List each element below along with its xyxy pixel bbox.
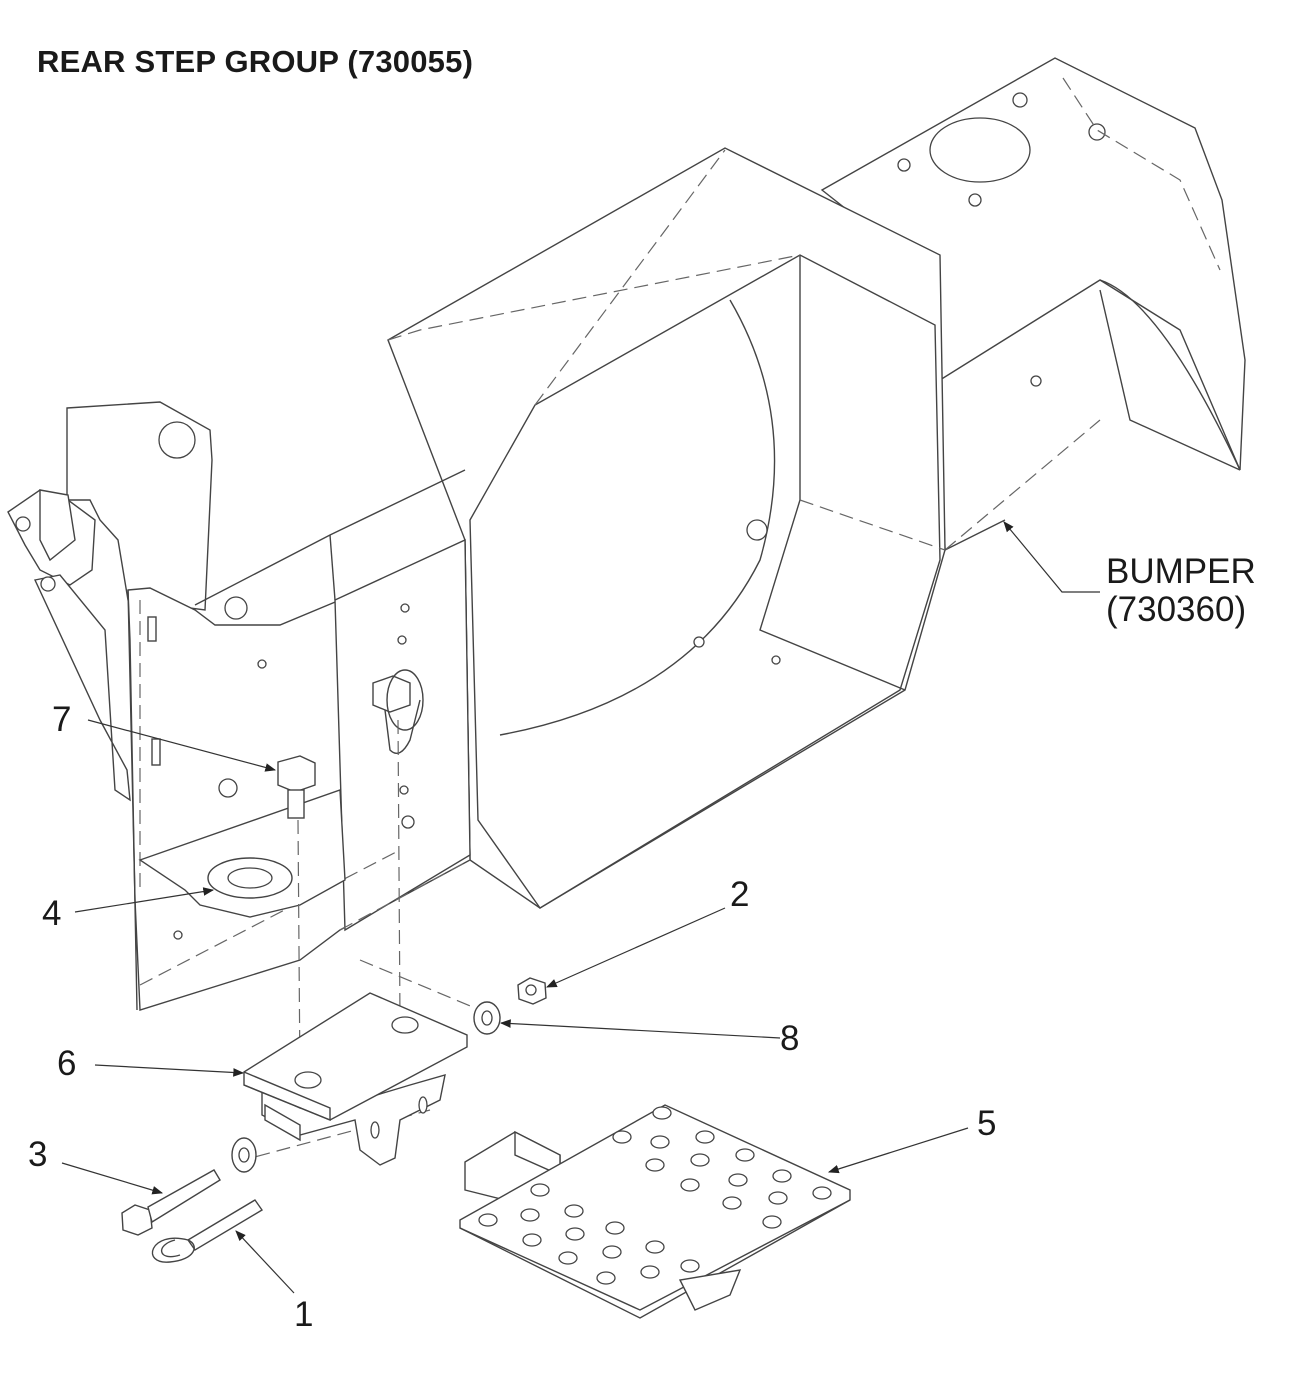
leader-3 <box>61 1162 164 1195</box>
bracket-ear-fold <box>39 489 76 562</box>
bumper-wing-edge <box>1099 289 1241 471</box>
bumper-bolt-hole <box>897 158 911 172</box>
page-title: REAR STEP GROUP (730055) <box>37 44 474 79</box>
bracket-small-hole <box>15 516 31 532</box>
bracket-flange <box>33 574 131 802</box>
bumper-assembly <box>387 57 1246 909</box>
bumper-bolt-hole <box>693 636 705 648</box>
callout-6: 6 <box>57 1044 77 1083</box>
bracket-hidden-edge <box>339 859 471 931</box>
leader-8 <box>499 1019 781 1039</box>
bumper-large-hole <box>929 117 1031 183</box>
bracket-small-hole <box>173 930 183 940</box>
bumper-bolt-hole <box>746 519 768 541</box>
part-8-washer <box>473 1001 501 1035</box>
bracket-top-hole <box>224 596 248 620</box>
callout-2: 2 <box>730 875 750 914</box>
callout-4: 4 <box>42 894 62 933</box>
bracket-hidden-edge <box>139 849 401 986</box>
bumper-inner-edge <box>759 255 906 691</box>
bracket-small-hole <box>399 785 409 795</box>
bumper-bolt-hole <box>771 655 781 665</box>
bracket-small-hole <box>401 815 415 829</box>
bumper-callout: BUMPER (730360) <box>1106 553 1256 629</box>
bumper-octagon-opening <box>499 299 776 736</box>
bumper-label-part-number: (730360) <box>1106 590 1247 629</box>
mounted-bolt <box>372 669 424 754</box>
bracket-small-hole <box>397 635 407 645</box>
bumper-wing-edge <box>1099 279 1241 471</box>
bracket-top-edge <box>329 534 336 601</box>
bracket-small-hole <box>218 778 238 798</box>
bracket-pivot-hole <box>158 421 196 459</box>
leader-lines <box>61 521 1100 1294</box>
step-plate-holes <box>478 1106 832 1285</box>
bumper-bolt-hole <box>1030 375 1042 387</box>
bracket-slot <box>151 738 161 766</box>
part-3-washer <box>231 1137 257 1173</box>
bracket-small-hole <box>400 603 410 613</box>
bumper-bolt-hole <box>1088 123 1106 141</box>
alignment-line <box>397 719 401 1021</box>
bumper-hidden-edge <box>1062 77 1221 271</box>
callout-3: 3 <box>28 1135 48 1174</box>
bracket-small-hole <box>40 576 56 592</box>
bumper-hidden-edge <box>387 254 801 341</box>
bumper-bolt-hole <box>968 193 982 207</box>
bumper-hidden-edge <box>534 149 726 406</box>
leader-4 <box>74 887 215 913</box>
callout-7: 7 <box>52 700 72 739</box>
part-1-pin <box>151 1199 264 1263</box>
part-6-hitch-bracket <box>243 992 468 1166</box>
bumper-octagon-front <box>469 254 941 909</box>
leader-6 <box>94 1064 245 1077</box>
bumper-label-name: BUMPER <box>1106 552 1256 591</box>
leader-1 <box>235 1230 295 1294</box>
bracket-slot <box>147 616 157 642</box>
part-3-bolt <box>121 1169 221 1236</box>
bumper-hidden-edge <box>944 419 1101 551</box>
callout-5: 5 <box>977 1104 997 1143</box>
part-5-step-plate <box>459 1104 851 1319</box>
bracket-edge <box>127 589 138 1011</box>
bumper-bolt-hole <box>1012 92 1028 108</box>
alignment-line <box>235 1109 431 1163</box>
bracket-lower-shelf <box>138 789 346 918</box>
callout-8: 8 <box>780 1019 800 1058</box>
bracket-small-hole <box>257 659 267 669</box>
bumper-hidden-edge <box>799 499 946 551</box>
part-7-bolt <box>277 755 316 819</box>
leader-bumper <box>1003 521 1100 593</box>
callout-1: 1 <box>294 1295 314 1334</box>
part-2-nut <box>517 977 547 1005</box>
leader-5 <box>827 1127 969 1174</box>
bumper-side-edge <box>939 379 1006 552</box>
leader-7 <box>87 719 277 772</box>
leader-2 <box>546 907 726 988</box>
part-4-washer <box>207 857 293 899</box>
alignment-line <box>359 959 481 1011</box>
